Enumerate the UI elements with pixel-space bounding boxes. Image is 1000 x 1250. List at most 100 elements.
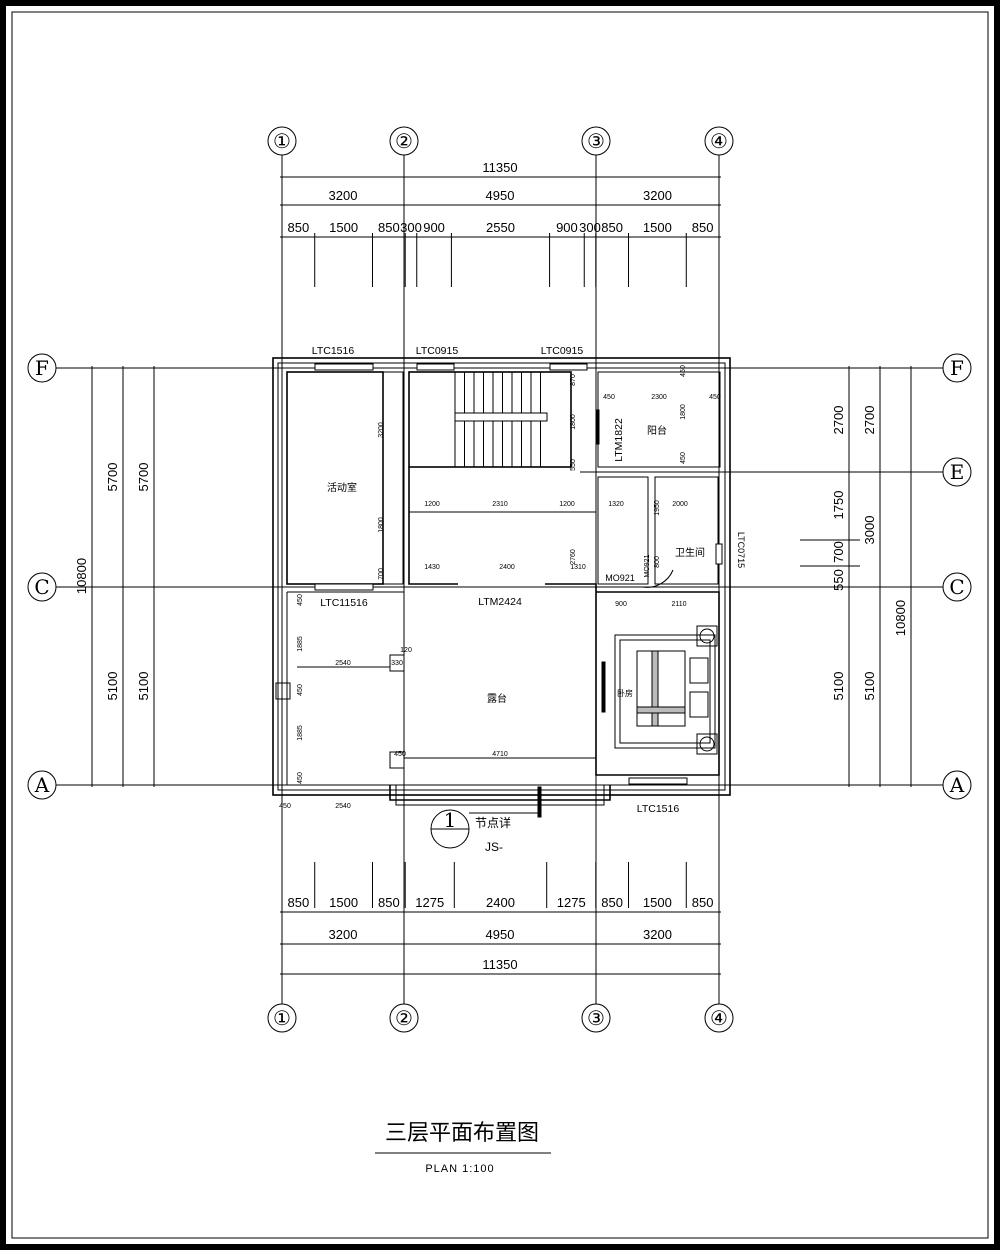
- dimension-label: 300: [579, 220, 601, 235]
- axis-label: ③: [587, 1006, 605, 1030]
- dimension-label: 1275: [415, 895, 444, 910]
- drawing-scale: PLAN 1:100: [425, 1163, 494, 1175]
- axis-label: F: [950, 356, 964, 380]
- axis-label: E: [950, 460, 965, 484]
- interior-dimension: 1800: [570, 414, 577, 430]
- detail-callout: 1 节点详 JS-: [430, 795, 541, 854]
- dimension-ticks: [281, 173, 720, 978]
- interior-dimension: 2300: [651, 394, 667, 401]
- dimension-label: 3200: [329, 188, 358, 203]
- interior-dimension: 2540: [335, 660, 351, 667]
- room-terrace: 露台: [487, 692, 507, 705]
- axis-bubble: [27, 770, 57, 800]
- bed: [614, 569, 718, 755]
- window-label: LTC1516: [312, 345, 355, 357]
- interior-dimension: 2310: [492, 501, 508, 508]
- dimension-label: 2400: [486, 895, 515, 910]
- staircase: [454, 372, 548, 467]
- dimension-label: 5100: [862, 672, 877, 701]
- room-bathroom: 卫生间: [675, 546, 705, 559]
- dimension-label: 850: [601, 220, 623, 235]
- axis-label: ①: [273, 1006, 291, 1030]
- door-label: LTM2424: [478, 596, 522, 608]
- detail-ref: JS-: [485, 840, 503, 854]
- axis-bubble: [389, 126, 419, 156]
- interior-dimension: 2000: [672, 501, 688, 508]
- dimension-total: 11350: [482, 160, 517, 175]
- window-label: LTC11516: [320, 597, 368, 609]
- interior-dimension: 2540: [335, 803, 351, 810]
- axis-label: A: [949, 773, 965, 797]
- dimension-label: 850: [692, 895, 714, 910]
- detail-number: 1: [444, 808, 457, 832]
- dimension-label: 850: [288, 220, 310, 235]
- axis-label: ③: [587, 129, 605, 153]
- interior-dimension: 450: [394, 751, 406, 758]
- interior-dimension: 450: [709, 394, 721, 401]
- drawing-title: 三层平面布置图: [385, 1121, 539, 1146]
- room-balcony: 阳台: [647, 424, 667, 437]
- interior-dimension: 120: [400, 647, 412, 654]
- interior-dimension: 800: [654, 556, 661, 568]
- axis-bubble: [389, 1003, 419, 1033]
- axis-bubble: [581, 126, 611, 156]
- interior-dimension: 450: [279, 803, 291, 810]
- interior-dimension: 870: [570, 374, 577, 386]
- interior-dimension: 2110: [671, 601, 686, 608]
- axis-label: ②: [395, 129, 413, 153]
- axis-bubble: [267, 126, 297, 156]
- axis-label: ②: [395, 1006, 413, 1030]
- room-bedroom: 卧房: [617, 688, 633, 698]
- dimension-label: 1500: [643, 220, 672, 235]
- axis-bubble: [704, 126, 734, 156]
- axis-bubble: [581, 1003, 611, 1033]
- axis-bubble: [942, 572, 972, 602]
- interior-dimension: 550: [570, 459, 577, 471]
- dimension-label: 1500: [329, 220, 358, 235]
- interior-dimension: 450: [603, 394, 615, 401]
- interior-dimension: 1885: [297, 725, 304, 741]
- dimension-label: 700: [831, 541, 846, 563]
- interior-dimension: 1800: [378, 517, 385, 533]
- dimension-label: 1500: [329, 895, 358, 910]
- dimension-total: 10800: [893, 600, 908, 636]
- axis-label: C: [34, 575, 49, 599]
- interior-dimension: 3200: [378, 422, 385, 438]
- dimension-label: 5100: [831, 672, 846, 701]
- axis-bubble: [942, 457, 972, 487]
- dimension-label: 900: [423, 220, 445, 235]
- interior-dimension: 2760: [570, 549, 577, 565]
- dimension-label: 5100: [105, 672, 120, 701]
- interior-dimension: 450: [297, 772, 304, 784]
- dimension-label: 3000: [862, 516, 877, 545]
- dimension-label: 300: [400, 220, 422, 235]
- room-activity: 活动室: [327, 481, 357, 494]
- interior-dimension: 330: [391, 660, 403, 667]
- interior-dimension: 900: [615, 601, 627, 608]
- axis-lines: [56, 155, 943, 1004]
- dimension-label: 5700: [136, 463, 151, 492]
- dimension-label: 1275: [557, 895, 586, 910]
- door-label: MO921: [644, 554, 651, 577]
- axis-label: ④: [710, 129, 728, 153]
- dimension-label: 3200: [329, 927, 358, 942]
- door-label: LTM1822: [613, 418, 625, 462]
- interior-dimension: 450: [680, 452, 687, 464]
- axis-label: C: [949, 575, 964, 599]
- axis-label: F: [35, 356, 49, 380]
- dimension-label: 1750: [831, 491, 846, 520]
- axis-bubble: [27, 572, 57, 602]
- axis-label: ④: [710, 1006, 728, 1030]
- dimension-label: 850: [378, 220, 400, 235]
- axis-bubble: [267, 1003, 297, 1033]
- axis-bubble: [942, 770, 972, 800]
- dimension-label: 4950: [486, 188, 515, 203]
- window-label: LTC0715: [736, 532, 746, 568]
- window-label: LTC0915: [416, 345, 459, 357]
- dimension-label: 4950: [486, 927, 515, 942]
- dimension-label: 5700: [105, 463, 120, 492]
